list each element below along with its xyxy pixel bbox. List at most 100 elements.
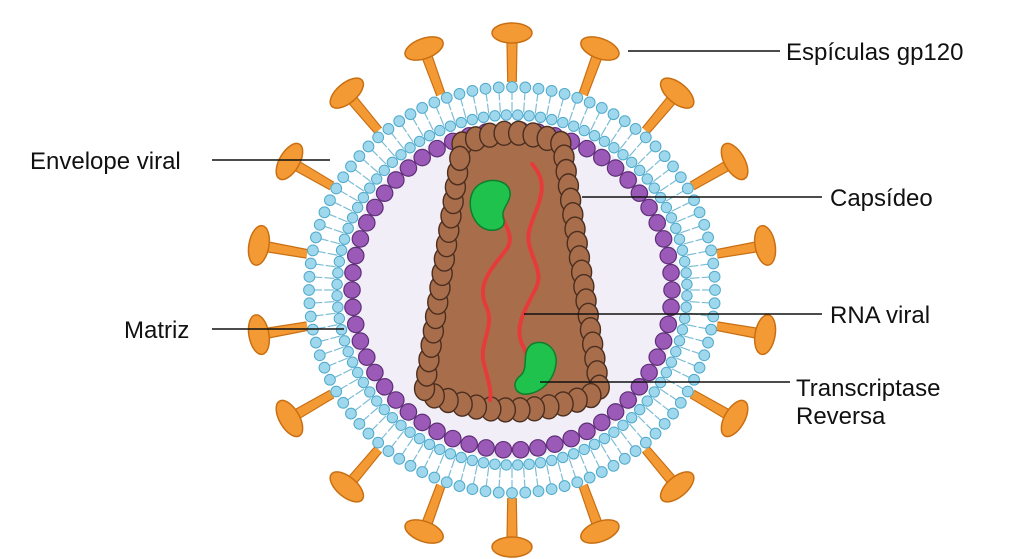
lipid-tail [338,217,348,223]
lipid-head-inner [342,222,354,235]
lipid-head-inner [477,456,490,469]
lipid-tail [428,121,434,131]
matrix-protein [366,363,384,382]
matrix-protein [375,184,394,202]
lipid-tail [325,312,336,316]
lipid-head-inner [680,301,692,313]
lipid-tail [628,148,637,157]
lipid-head-inner [557,116,569,129]
lipid-head-inner [617,149,629,161]
lipid-head-inner [386,412,399,424]
matrix-protein [375,378,394,396]
spike-head [580,36,620,61]
label-reverse-transcriptase-line1: Transcriptase [796,375,941,402]
lipid-head-outer [558,480,571,492]
matrix-protein [659,246,678,265]
lipid-tail [619,430,627,440]
label-spikes: Espículas gp120 [786,39,963,66]
lipid-head-inner [357,191,370,204]
lipid-head-inner [489,458,501,470]
lipid-tail [683,240,694,245]
lipid-head-inner [477,111,490,124]
lipid-head-outer [492,486,505,499]
lipid-head-inner [331,290,343,302]
matrix-protein [511,440,530,459]
lipid-tail [343,206,353,212]
lipid-head-inner [386,156,399,168]
lipid-head-outer [466,483,479,495]
lipid-head-outer [571,91,584,104]
lipid-head-outer [324,194,336,207]
lipid-tail [680,229,691,234]
lipid-head-outer [667,160,679,173]
rna-strand-left [480,194,512,402]
lipid-head-outer [310,336,322,349]
matrix-protein [648,348,667,366]
lipid-head-outer [345,160,357,173]
lipid-head-inner [567,448,580,460]
lipid-tail [474,464,478,475]
lipid-tail [327,252,338,256]
lipid-tail [652,175,662,183]
spike-head [275,399,304,438]
lipid-tail [579,116,585,126]
spike-head [491,536,533,558]
lipid-tail [686,252,697,256]
lipid-head-inner [332,301,344,313]
lipid-head-inner [670,345,682,358]
lipid-head-outer [416,466,429,478]
lipid-head-inner [676,324,689,336]
lipid-head-outer [337,171,350,184]
lipid-tail [451,458,456,469]
lipid-tail [333,346,344,351]
spike-head [753,224,777,266]
lipid-head-outer [313,349,326,362]
lipid-head-outer [506,487,518,499]
lipid-head-outer [428,471,441,484]
lipid-tail [600,126,607,137]
lipid-head-inner [665,212,678,224]
lipid-head-outer [372,436,385,449]
lipid-head-inner [648,182,660,194]
lipid-head-inner [364,386,376,398]
lipid-head-inner [444,120,457,132]
matrix-protein [663,281,681,299]
lipid-head-outer [337,396,350,409]
matrix-protein [662,298,680,317]
lipid-head-inner [423,438,436,451]
lipid-head-outer [304,257,317,270]
lipid-tail [600,443,607,454]
reverse-transcriptase-top [469,179,511,232]
lipid-head-outer [303,270,316,283]
matrix-protein [357,214,376,232]
lipid-head-outer [307,244,319,257]
lipid-head-outer [658,417,671,430]
matrix-protein [606,403,625,421]
lipid-head-outer [674,396,687,409]
lipid-head-outer [330,385,343,398]
lipid-head-outer [519,81,532,94]
lipid-head-inner [378,403,390,416]
lipid-head-outer [519,486,532,499]
lipid-tail [333,229,344,234]
lipid-head-inner [335,244,348,256]
lipid-tail [610,437,617,447]
lipid-head-outer [404,108,417,121]
lipid-tail [689,301,700,303]
lipid-head-outer [595,102,608,114]
lipid-head-outer [303,297,316,310]
spike-head [329,77,365,109]
lipid-tail [659,388,669,395]
matrix-protein [630,184,649,202]
matrix-protein [619,391,637,409]
lipid-tail [462,461,467,472]
lipid-head-inner [578,124,590,137]
lipid-tail [546,464,550,475]
lipid-head-outer [318,206,331,219]
lipid-head-inner [512,459,524,471]
lipid-head-outer [667,407,679,420]
lipid-head-inner [670,222,682,235]
lipid-tail [546,105,550,116]
lipid-head-outer [709,284,721,296]
lipid-head-outer [492,81,505,94]
